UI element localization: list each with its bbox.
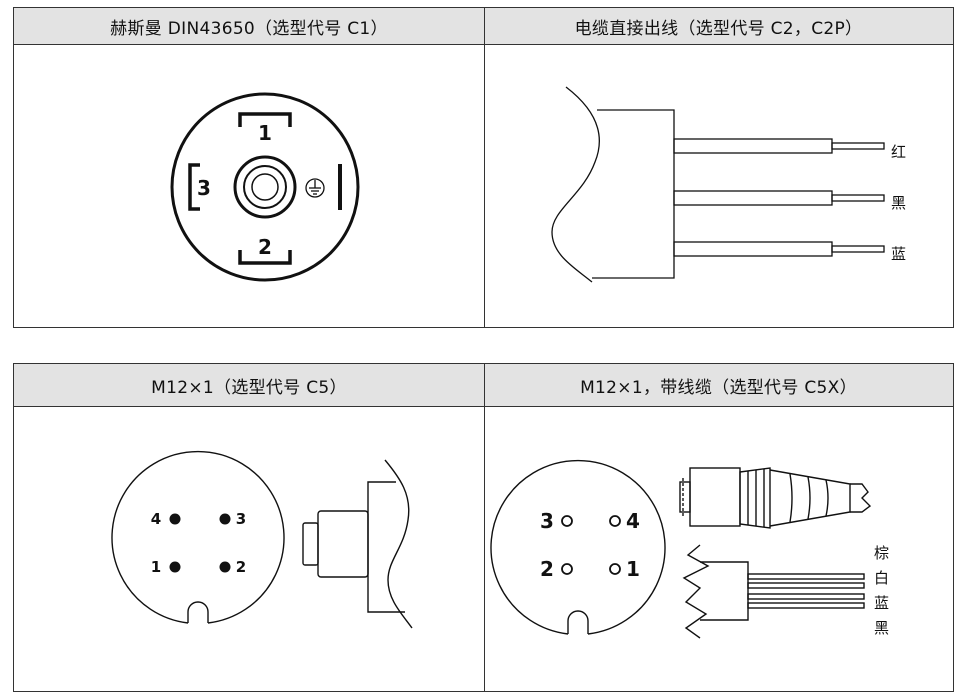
c5-pin4: [169, 513, 181, 525]
cable-header: 电缆直接出线（选型代号 C2，C2P）: [484, 8, 953, 45]
c5-keyway: [187, 601, 209, 623]
c5-connector-face: [111, 450, 285, 624]
bottom-table: M12×1（选型代号 C5） M12×1，带线缆（选型代号 C5X）: [13, 363, 954, 692]
din-title: 赫斯曼 DIN43650（选型代号 C1）: [110, 18, 388, 39]
c5x-pin1: [609, 563, 621, 575]
c5x-wire-black: [747, 602, 865, 609]
c5-pin1: [169, 561, 181, 573]
c5-side-housing: [384, 459, 413, 629]
c5x-cable-jacket: [682, 544, 710, 639]
c5-pin3-label: 3: [236, 510, 246, 528]
c5x-strain-relief: [769, 469, 851, 527]
c5-pin4-label: 4: [151, 510, 161, 528]
top-divider: [484, 8, 485, 327]
m12-header: M12×1（选型代号 C5）: [14, 364, 484, 407]
wire-blue-label: 蓝: [891, 245, 906, 263]
din-outer-ring: [170, 92, 360, 282]
c5x-pin2: [561, 563, 573, 575]
din-pin1-bracket: [238, 112, 292, 127]
cable-title: 电缆直接出线（选型代号 C2，C2P）: [574, 18, 863, 39]
din-center-outer: [233, 155, 297, 219]
din-header: 赫斯曼 DIN43650（选型代号 C1）: [14, 8, 484, 45]
c5x-pin4: [609, 515, 621, 527]
din-pin1-label: 1: [258, 121, 272, 145]
m12-title: M12×1（选型代号 C5）: [151, 377, 347, 398]
c5x-wire-brown: [747, 573, 865, 580]
c5x-pin2-label: 2: [540, 557, 554, 581]
c5x-wire-blue-label: 蓝: [874, 594, 889, 612]
c5x-pin3-label: 3: [540, 509, 554, 533]
wire-black-label: 黑: [891, 194, 906, 212]
din-center-mid: [243, 165, 287, 209]
c5x-plug-body: [689, 467, 741, 527]
c5x-connector-face: [490, 459, 666, 635]
c5x-pin3: [561, 515, 573, 527]
wire-black-core: [831, 194, 885, 202]
wire-red-label: 红: [891, 143, 906, 161]
top-table: 赫斯曼 DIN43650（选型代号 C1） 电缆直接出线（选型代号 C2，C2P…: [13, 7, 954, 328]
din-pin3-label: 3: [197, 176, 211, 200]
c5x-wire-white-label: 白: [874, 569, 889, 587]
c5x-wire-white: [747, 582, 865, 589]
m12-cable-title: M12×1，带线缆（选型代号 C5X）: [580, 377, 857, 398]
wire-blue-core: [831, 245, 885, 253]
cable-housing: [551, 86, 600, 283]
din-center-inner: [251, 173, 279, 201]
din-pin2-bracket: [238, 250, 292, 265]
c5x-pin4-label: 4: [626, 509, 640, 533]
c5x-wire-brown-label: 棕: [874, 544, 889, 562]
ground-icon: [305, 178, 325, 198]
c5-pin1-label: 1: [151, 558, 161, 576]
din-pin2-label: 2: [258, 235, 272, 259]
c5x-keyway: [567, 610, 589, 634]
c5x-wire-black-label: 黑: [874, 619, 889, 637]
bottom-divider: [484, 364, 485, 691]
m12-cable-header: M12×1，带线缆（选型代号 C5X）: [484, 364, 953, 407]
wire-red-core: [831, 142, 885, 150]
c5-pin2: [219, 561, 231, 573]
c5x-pin1-label: 1: [626, 557, 640, 581]
c5-pin2-label: 2: [236, 558, 246, 576]
c5-pin3: [219, 513, 231, 525]
c5x-knurled-nut: [739, 467, 771, 529]
din-pin3-bracket: [188, 163, 200, 211]
c5x-wire-blue: [747, 593, 865, 600]
